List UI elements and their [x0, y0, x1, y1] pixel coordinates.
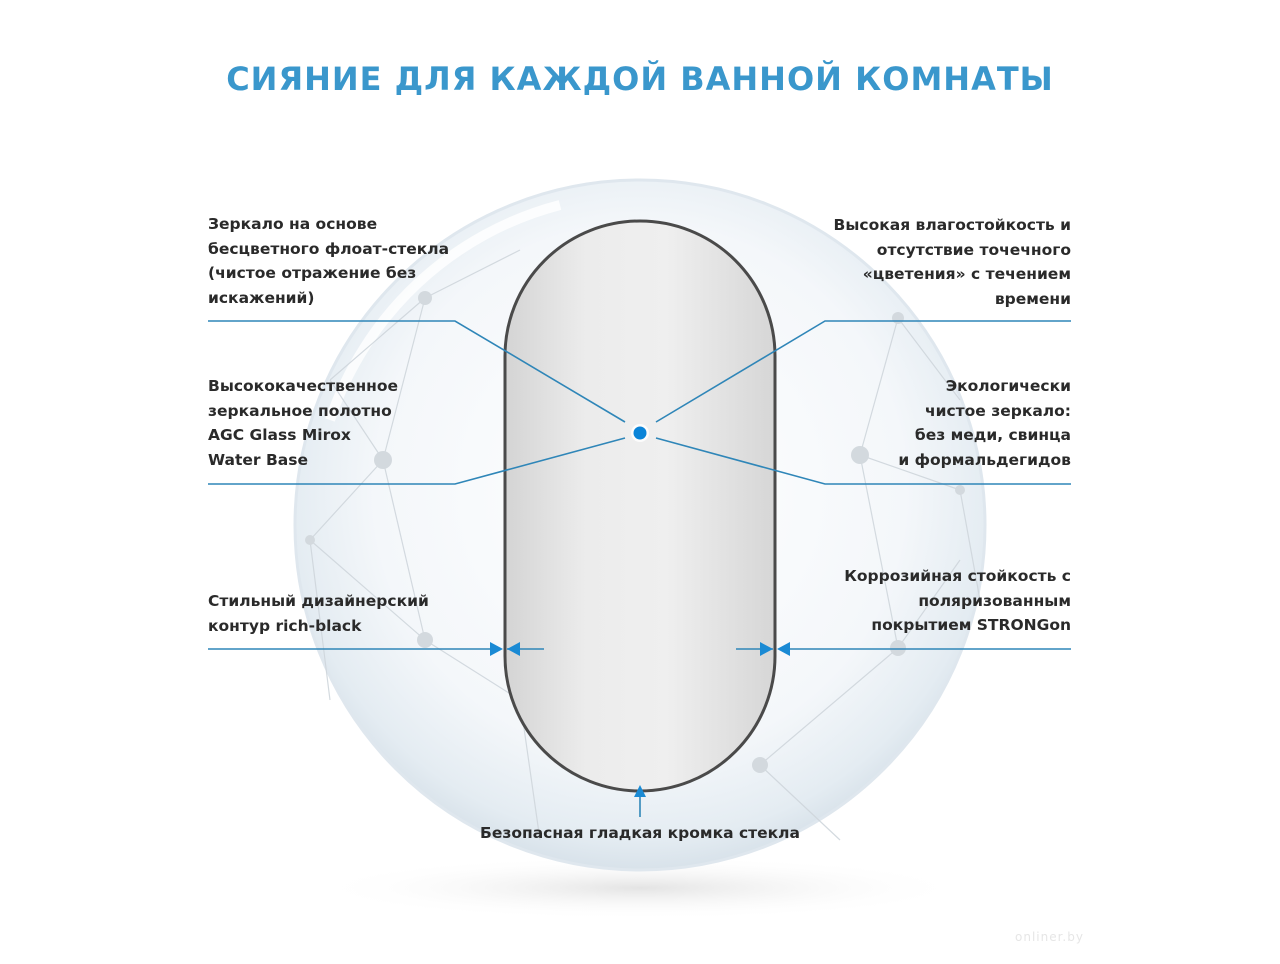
arrow-left-icon — [777, 642, 790, 656]
feature-text: отсутствие точечного — [876, 240, 1071, 259]
feature-text: времени — [994, 289, 1071, 308]
feature-text: Высококачественное — [208, 377, 399, 395]
feature-smooth-edge: Безопасная гладкая кромка стекла — [0, 821, 1280, 846]
feature-text: поляризованным — [918, 591, 1071, 610]
feature-text: AGC Glass Mirox — [208, 426, 351, 444]
feature-moisture-resistance: Высокая влагостойкость и отсутствие точе… — [834, 213, 1071, 311]
arrow-left-icon — [507, 642, 520, 656]
arrow-up-icon — [634, 785, 646, 797]
feature-text: зеркальное полотно — [208, 401, 392, 420]
feature-text: Безопасная гладкая кромка стекла — [480, 824, 800, 842]
sphere-shadow — [310, 856, 970, 920]
feature-agc-glass: Высококачественное зеркальное полотно AG… — [208, 374, 398, 472]
feature-text: чистое зеркало: — [924, 401, 1071, 420]
feature-float-glass: Зеркало на основе бесцветного флоат-стек… — [208, 212, 449, 310]
feature-text: контур rich-black — [208, 616, 362, 635]
feature-text: Зеркало на основе — [208, 215, 378, 233]
callout-lines — [208, 320, 1071, 817]
page-title: СИЯНИЕ ДЛЯ КАЖДОЙ ВАННОЙ КОМНАТЫ — [226, 60, 1054, 98]
feature-text: Высокая влагостойкость и — [833, 216, 1071, 234]
watermark: onliner.by — [1015, 930, 1084, 944]
feature-text: искажений) — [208, 288, 315, 307]
feature-text: покрытием STRONGon — [871, 616, 1071, 634]
feature-text: Water Base — [208, 450, 308, 469]
feature-corrosion-resistance: Коррозийная стойкость с поляризованным п… — [844, 564, 1071, 638]
feature-text: без меди, свинца — [914, 426, 1071, 444]
feature-text: и формальдегидов — [898, 450, 1071, 469]
oval-mirror — [503, 219, 777, 793]
feature-text: Экологически — [945, 377, 1071, 395]
arrow-right-icon — [760, 642, 773, 656]
focus-dot-icon — [633, 426, 647, 440]
mesh-nodes — [305, 291, 965, 773]
feature-text: Коррозийная стойкость с — [844, 567, 1071, 585]
feature-text: (чистое отражение без — [208, 264, 417, 282]
feature-text: бесцветного флоат-стекла — [208, 239, 450, 258]
feature-rich-black-contour: Стильный дизайнерский контур rich-black — [208, 589, 429, 638]
arrow-right-icon — [490, 642, 503, 656]
feature-eco-mirror: Экологически чистое зеркало: без меди, с… — [898, 374, 1071, 472]
feature-text: «цветения» с течением — [862, 265, 1071, 283]
feature-text: Стильный дизайнерский — [208, 592, 429, 610]
network-mesh — [309, 249, 981, 841]
